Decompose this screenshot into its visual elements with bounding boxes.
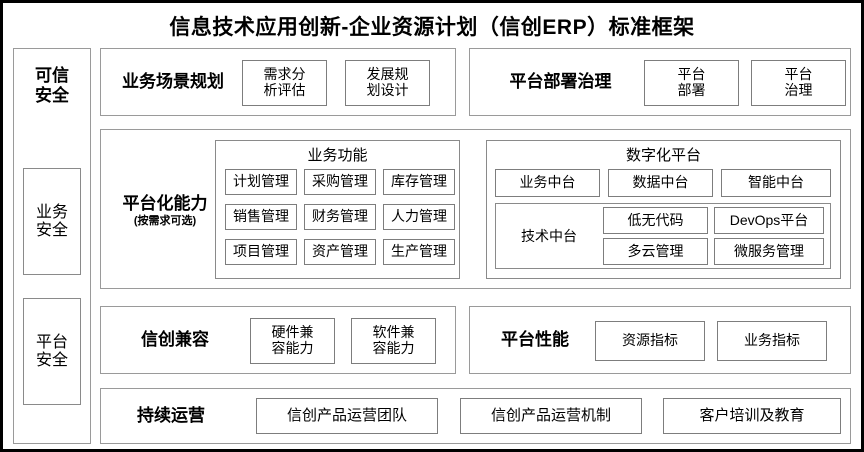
label-text: 持续运营 xyxy=(137,406,205,426)
item-sales-management[interactable]: 销售管理 xyxy=(225,204,297,230)
item-plan-management[interactable]: 计划管理 xyxy=(225,169,297,195)
item-production-management[interactable]: 生产管理 xyxy=(383,239,455,265)
label-text: 平台部署治理 xyxy=(509,72,612,92)
sidebar-item-business-security[interactable] xyxy=(23,168,81,275)
item-resource-metrics[interactable]: 资源指标 xyxy=(595,321,705,361)
item-operations-team[interactable]: 信创产品运营团队 xyxy=(256,398,438,434)
item-inventory-management[interactable]: 库存管理 xyxy=(383,169,455,195)
page-title: 信息技术应用创新-企业资源计划（信创ERP）标准框架 xyxy=(169,16,695,39)
item-business-metrics[interactable]: 业务指标 xyxy=(717,321,827,361)
section-continuous-operations-label: 持续运营 xyxy=(109,401,233,431)
item-low-no-code[interactable]: 低无代码 xyxy=(603,207,708,234)
item-devops-platform[interactable]: DevOps平台 xyxy=(714,207,824,234)
sidebar-title-trusted-security: 可信安全 xyxy=(35,66,69,105)
label-text: 信创兼容 xyxy=(141,330,209,350)
label-text: 业务场景规划 xyxy=(122,72,224,92)
item-business-middle-platform[interactable]: 业务中台 xyxy=(495,169,600,197)
item-asset-management[interactable]: 资产管理 xyxy=(304,239,376,265)
group-business-function-title: 业务功能 xyxy=(307,146,368,164)
item-project-management[interactable]: 项目管理 xyxy=(225,239,297,265)
item-microservice-management[interactable]: 微服务管理 xyxy=(714,238,824,265)
item-finance-management[interactable]: 财务管理 xyxy=(304,204,376,230)
group-tech-middle-platform-label: 技术中台 xyxy=(521,228,577,244)
item-software-compatibility[interactable]: 软件兼 容能力 xyxy=(351,318,436,364)
item-development-planning[interactable]: 发展规 划设计 xyxy=(345,60,430,106)
section-platform-capability-label: 平台化能力 (按需求可选) xyxy=(107,191,223,231)
item-operations-mechanism[interactable]: 信创产品运营机制 xyxy=(460,398,642,434)
item-procurement-management[interactable]: 采购管理 xyxy=(304,169,376,195)
item-hr-management[interactable]: 人力管理 xyxy=(383,204,455,230)
item-data-middle-platform[interactable]: 数据中台 xyxy=(608,169,713,197)
item-intelligent-middle-platform[interactable]: 智能中台 xyxy=(721,169,831,197)
item-multi-cloud-management[interactable]: 多云管理 xyxy=(603,238,708,265)
section-platform-performance-label: 平台性能 xyxy=(480,323,590,357)
sidebar-item-business-security-label: 业务安全 xyxy=(35,203,68,239)
group-digital-platform-title: 数字化平台 xyxy=(625,146,701,164)
section-business-scenario-planning-label: 业务场景规划 xyxy=(106,65,240,99)
label-sublabel: (按需求可选) xyxy=(133,215,197,228)
item-demand-analysis[interactable]: 需求分 析评估 xyxy=(242,60,327,106)
sidebar-item-platform-security[interactable] xyxy=(23,298,81,405)
item-platform-governance[interactable]: 平台 治理 xyxy=(751,60,846,106)
label-text: 平台化能力 xyxy=(122,193,208,213)
section-platform-deployment-governance-label: 平台部署治理 xyxy=(483,65,638,99)
item-platform-deployment[interactable]: 平台 部署 xyxy=(644,60,739,106)
item-customer-training[interactable]: 客户培训及教育 xyxy=(663,398,841,434)
section-xinchuang-compatibility-label: 信创兼容 xyxy=(108,323,242,357)
label-text: 平台性能 xyxy=(501,330,569,350)
sidebar-item-platform-security-label: 平台安全 xyxy=(35,333,68,369)
item-hardware-compatibility[interactable]: 硬件兼 容能力 xyxy=(250,318,335,364)
